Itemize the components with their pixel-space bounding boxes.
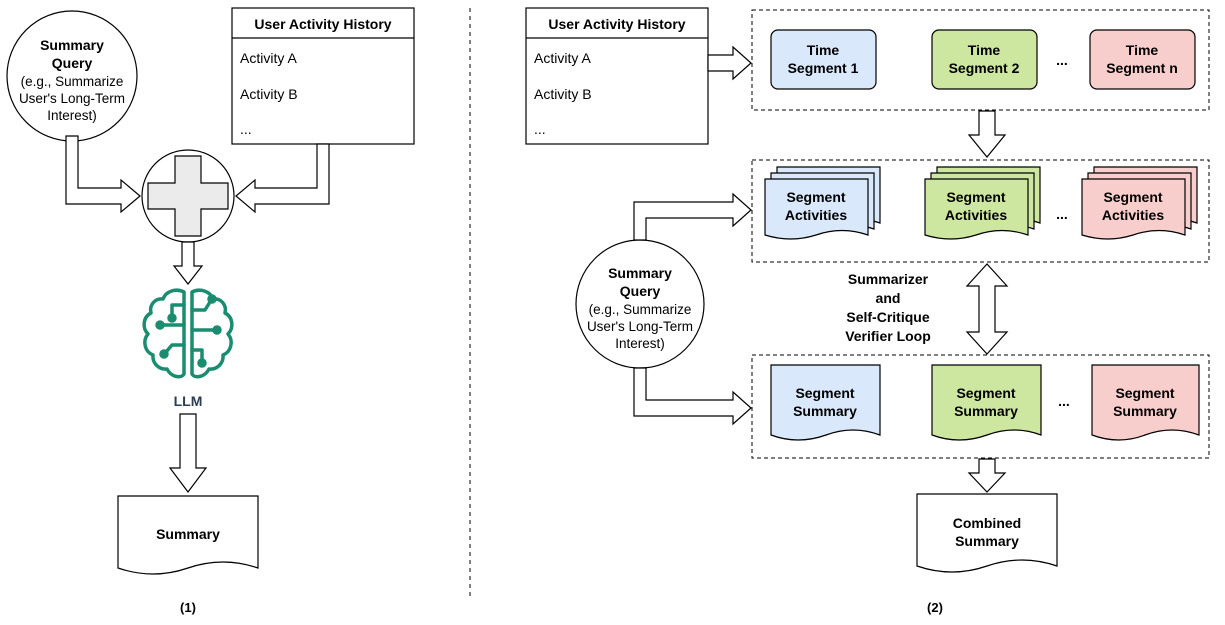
summary-document: Summary (117, 495, 259, 575)
segment-activities-n: Segment Activities (1081, 166, 1198, 240)
combined-summary-document: Combined Summary (916, 493, 1058, 573)
arrow-summaries-to-combined (967, 458, 1007, 493)
left-arrow-history-to-plus (235, 143, 330, 214)
left-query-desc-3: Interest) (47, 108, 97, 123)
segment-activities-1-line1: Segment (786, 189, 845, 205)
segment-summary-ellipsis: ... (1058, 393, 1070, 409)
loop-label-2: and (876, 290, 901, 306)
caption-right: (2) (927, 600, 943, 615)
left-arrow-plus-to-llm (172, 241, 204, 285)
plus-icon (141, 149, 235, 243)
left-query-title-2: Query (52, 55, 93, 71)
time-segment-1-line1: Time (807, 42, 840, 58)
arrow-loop-bidirectional (965, 263, 1009, 355)
time-segment-ellipsis: ... (1056, 52, 1068, 68)
loop-label-3: Self-Critique (846, 309, 929, 325)
right-query-desc-2: User's Long-Term (587, 319, 693, 334)
left-arrow-query-to-plus (65, 135, 141, 214)
segment-summary-1-line1: Segment (795, 385, 854, 401)
segment-summary-2-line1: Segment (956, 385, 1015, 401)
summary-output-label: Summary (156, 526, 220, 542)
time-segment-n-line2: Segment n (1106, 60, 1178, 76)
segment-summary-2: Segment Summary (931, 364, 1042, 441)
arrow-history-to-segments (707, 45, 752, 81)
segment-activities-ellipsis: ... (1056, 206, 1068, 222)
left-summary-query: Summary Query (e.g., Summarize User's Lo… (6, 10, 138, 142)
right-query-desc-3: Interest) (615, 336, 665, 351)
segment-summary-2-line2: Summary (954, 403, 1018, 419)
segment-activities-container (751, 159, 1210, 263)
segment-summary-n-line2: Summary (1113, 403, 1177, 419)
brain-circuit-icon (142, 288, 234, 379)
left-query-desc-1: (e.g., Summarize (21, 74, 124, 89)
right-history-title: User Activity History (548, 16, 685, 32)
right-query-title-1: Summary (608, 265, 672, 281)
segment-activities-n-line1: Segment (1103, 189, 1162, 205)
segment-activities-2-line1: Segment (946, 189, 1005, 205)
left-history-item-b: Activity B (240, 86, 298, 102)
left-history-title: User Activity History (254, 16, 391, 32)
segment-activities-2: Segment Activities (924, 166, 1041, 240)
caption-left: (1) (180, 600, 196, 615)
arrow-query-to-activities (633, 192, 752, 241)
right-history-item-a: Activity A (534, 50, 591, 66)
time-segment-n: Time Segment n (1089, 29, 1196, 90)
right-history-item-b: Activity B (534, 86, 592, 102)
left-arrow-llm-to-summary (168, 413, 208, 493)
segment-activities-n-line2: Activities (1102, 207, 1164, 223)
segment-summary-1-line2: Summary (793, 403, 857, 419)
time-segments-container (751, 9, 1210, 111)
left-query-desc-2: User's Long-Term (19, 91, 125, 106)
right-query-title-2: Query (620, 283, 661, 299)
llm-label: LLM (174, 393, 203, 409)
arrow-query-to-summaries (633, 367, 752, 426)
loop-label-1: Summarizer (848, 271, 929, 287)
segment-summary-n: Segment Summary (1091, 364, 1200, 441)
combined-summary-line1: Combined (953, 515, 1021, 531)
segment-summary-n-line1: Segment (1115, 385, 1174, 401)
arrow-segments-to-activities (967, 110, 1007, 158)
time-segment-2-line2: Segment 2 (949, 60, 1020, 76)
segment-activities-2-line2: Activities (945, 207, 1007, 223)
segment-activities-1-line2: Activities (785, 207, 847, 223)
time-segment-n-line1: Time (1126, 42, 1159, 58)
time-segment-2-line1: Time (968, 42, 1001, 58)
segment-activities-1: Segment Activities (764, 166, 881, 240)
right-history-item-more: ... (534, 121, 546, 137)
right-summary-query: Summary Query (e.g., Summarize User's Lo… (575, 239, 705, 369)
right-query-desc-1: (e.g., Summarize (589, 302, 692, 317)
time-segment-2: Time Segment 2 (931, 29, 1038, 90)
segment-summary-1: Segment Summary (770, 364, 881, 441)
left-activity-history: User Activity History Activity A Activit… (231, 7, 415, 145)
summarizer-loop-label: Summarizer and Self-Critique Verifier Lo… (845, 271, 931, 344)
right-activity-history: User Activity History Activity A Activit… (525, 7, 709, 145)
left-history-item-more: ... (240, 121, 252, 137)
left-query-title-1: Summary (40, 37, 104, 53)
combined-summary-line2: Summary (955, 533, 1019, 549)
left-history-item-a: Activity A (240, 50, 297, 66)
time-segment-1-line2: Segment 1 (788, 60, 859, 76)
time-segment-1: Time Segment 1 (770, 29, 877, 90)
loop-label-4: Verifier Loop (845, 328, 931, 344)
